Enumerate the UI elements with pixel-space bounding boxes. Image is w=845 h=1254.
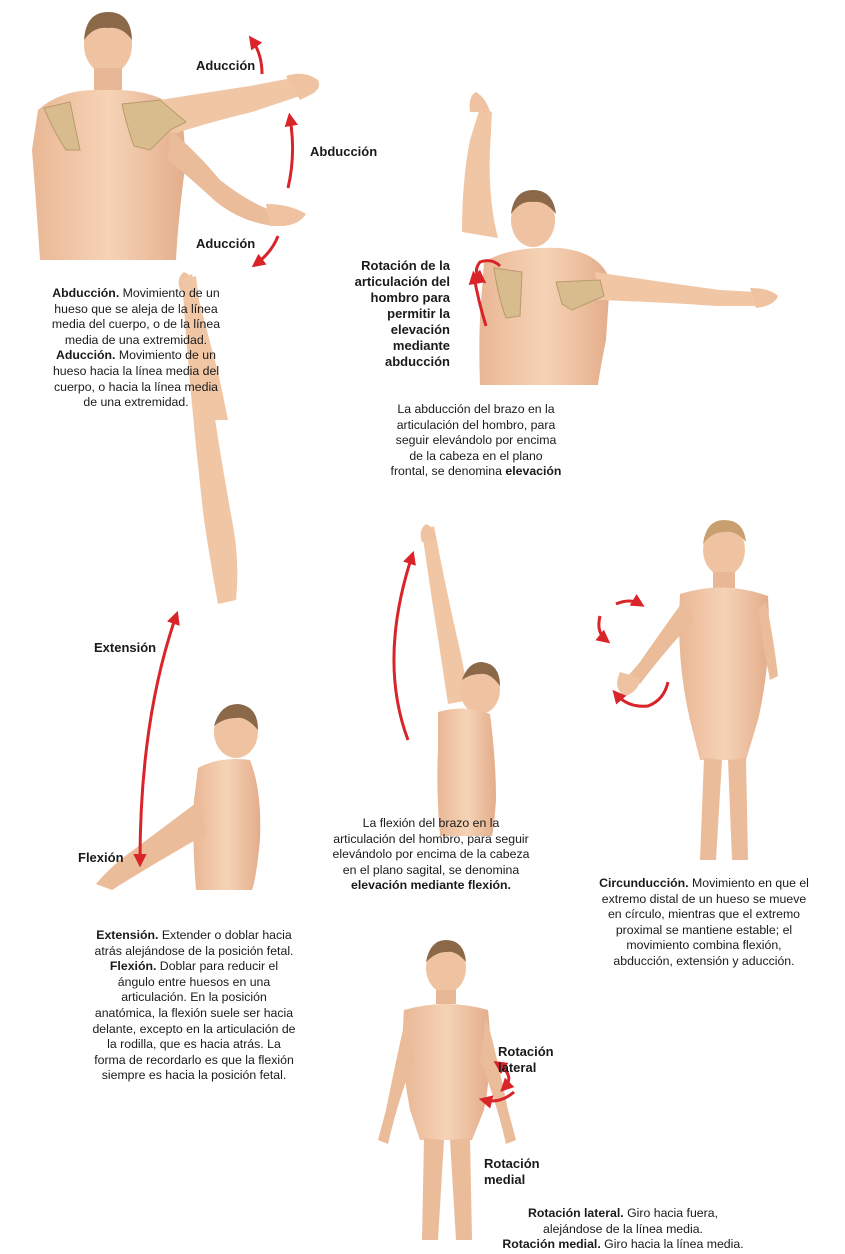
label-line: elevación bbox=[330, 322, 450, 338]
caption-line: media de una extremidad. bbox=[26, 333, 246, 349]
term-flexion: Flexión. bbox=[110, 959, 156, 973]
label-adduction-bottom: Aducción bbox=[196, 236, 255, 252]
caption-line: en el plano sagital, se denomina bbox=[316, 863, 546, 879]
elevation-flexion-figure bbox=[394, 524, 500, 836]
caption-line: elevándolo por encima de la cabeza bbox=[316, 847, 546, 863]
caption-line: cuerpo, o hacia la línea media bbox=[26, 380, 246, 396]
caption-text: Movimiento en que el bbox=[689, 876, 809, 890]
caption-text: frontal, se denomina bbox=[391, 464, 506, 478]
label-flexion: Flexión bbox=[78, 850, 124, 866]
caption-text: Extender o doblar hacia bbox=[158, 928, 291, 942]
abduction-caption: Abducción. Movimiento de un hueso que se… bbox=[26, 286, 246, 411]
elevation-abduction-caption: La abducción del brazo en la articulació… bbox=[366, 402, 586, 480]
term-medial-rotation: Rotación medial. bbox=[502, 1237, 600, 1251]
caption-text: Movimiento de un bbox=[119, 286, 219, 300]
caption-line: de la cabeza en el plano bbox=[366, 449, 586, 465]
rotation-caption: Rotación lateral. Giro hacia fuera, alej… bbox=[478, 1206, 768, 1253]
label-adduction-top: Aducción bbox=[196, 58, 255, 74]
label-medial-rotation: Rotación medial bbox=[484, 1156, 540, 1188]
caption-line: forma de recordarlo es que la flexión bbox=[62, 1053, 326, 1069]
caption-line: articulación del hombro, para bbox=[366, 418, 586, 434]
label-line: permitir la bbox=[330, 306, 450, 322]
caption-line: hueso hacia la línea media del bbox=[26, 364, 246, 380]
caption-line: de una extremidad. bbox=[26, 395, 246, 411]
label-line: medial bbox=[484, 1172, 540, 1188]
elevation-abduction-figure bbox=[462, 92, 778, 385]
caption-line: proximal se mantiene estable; el bbox=[578, 923, 830, 939]
caption-line: seguir elevándolo por encima bbox=[366, 433, 586, 449]
label-shoulder-rotation: Rotación de la articulación del hombro p… bbox=[330, 258, 450, 370]
caption-text: Doblar para reducir el bbox=[156, 959, 278, 973]
circumduction-figure bbox=[599, 520, 778, 860]
label-abduction: Abducción bbox=[310, 144, 377, 160]
caption-text: Giro hacia la línea media. bbox=[601, 1237, 744, 1251]
caption-line: La flexión del brazo en la bbox=[316, 816, 546, 832]
label-line: abducción bbox=[330, 354, 450, 370]
caption-line: articulación del hombro, para seguir bbox=[316, 832, 546, 848]
label-line: lateral bbox=[498, 1060, 554, 1076]
caption-line: movimiento combina flexión, bbox=[578, 938, 830, 954]
caption-text: Giro hacia fuera, bbox=[624, 1206, 718, 1220]
label-line: Rotación bbox=[484, 1156, 540, 1172]
label-line: mediante bbox=[330, 338, 450, 354]
caption-line: abducción, extensión y aducción. bbox=[578, 954, 830, 970]
caption-line: articulación. En la posición bbox=[62, 990, 326, 1006]
flexion-extension-caption: Extensión. Extender o doblar hacia atrás… bbox=[62, 928, 326, 1084]
label-line: Rotación bbox=[498, 1044, 554, 1060]
caption-line: anatómica, la flexión suele ser hacia bbox=[62, 1006, 326, 1022]
label-extension: Extensión bbox=[94, 640, 156, 656]
elevation-flexion-caption: La flexión del brazo en la articulación … bbox=[316, 816, 546, 894]
term-elevation-flexion: elevación mediante flexión. bbox=[316, 878, 546, 894]
term-adduction: Aducción. bbox=[56, 348, 115, 362]
caption-line: atrás alejándose de la posición fetal. bbox=[62, 944, 326, 960]
abduction-figure bbox=[32, 12, 319, 264]
term-elevation: elevación bbox=[505, 464, 561, 478]
circumduction-caption: Circunducción. Movimiento en que el extr… bbox=[578, 876, 830, 970]
caption-line: siempre es hacia la posición fetal. bbox=[62, 1068, 326, 1084]
caption-line: media del cuerpo, o de la línea bbox=[26, 317, 246, 333]
caption-line: La abducción del brazo en la bbox=[366, 402, 586, 418]
term-extension: Extensión. bbox=[96, 928, 158, 942]
caption-line: ángulo entre huesos en una bbox=[62, 975, 326, 991]
caption-line: delante, excepto en la articulación de bbox=[62, 1022, 326, 1038]
rotation-figure bbox=[378, 940, 516, 1240]
caption-line: extremo distal de un hueso se mueve bbox=[578, 892, 830, 908]
label-line: articulación del bbox=[330, 274, 450, 290]
label-line: hombro para bbox=[330, 290, 450, 306]
term-abduction: Abducción. bbox=[52, 286, 119, 300]
term-circumduction: Circunducción. bbox=[599, 876, 689, 890]
label-line: Rotación de la bbox=[330, 258, 450, 274]
label-lateral-rotation: Rotación lateral bbox=[498, 1044, 554, 1076]
caption-line: alejándose de la línea media. bbox=[478, 1222, 768, 1238]
caption-line: hueso que se aleja de la línea bbox=[26, 302, 246, 318]
caption-line: en círculo, mientras que el extremo bbox=[578, 907, 830, 923]
term-lateral-rotation: Rotación lateral. bbox=[528, 1206, 624, 1220]
caption-line: la rodilla, que es hacia atrás. La bbox=[62, 1037, 326, 1053]
caption-text: Movimiento de un bbox=[115, 348, 215, 362]
